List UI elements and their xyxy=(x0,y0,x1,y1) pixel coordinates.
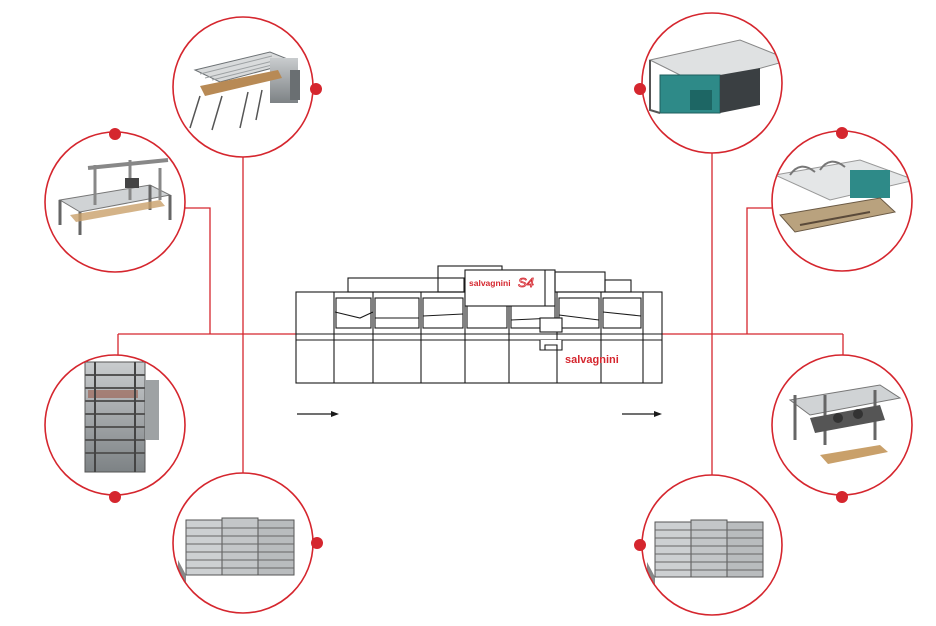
connection-dot xyxy=(109,128,121,140)
flow-arrows xyxy=(297,411,662,417)
connection-dot xyxy=(311,537,323,549)
sheet-picker-gantry-icon xyxy=(58,158,172,235)
module-circle-storage-tower[interactable] xyxy=(44,354,186,503)
module-circle-shear[interactable] xyxy=(634,12,790,154)
connection-dot xyxy=(109,491,121,503)
module-circle-drawer-storage-left[interactable] xyxy=(172,472,323,614)
machine-model: S4 xyxy=(518,275,534,290)
loading-unloading-device-icon xyxy=(189,51,300,131)
connection-dot xyxy=(310,83,322,95)
infeed-arrow xyxy=(297,411,339,417)
outfeed-arrow xyxy=(622,411,662,417)
module-circle-parts-separator[interactable] xyxy=(771,127,915,272)
connection-dot xyxy=(836,491,848,503)
module-circle-stacking-robot[interactable] xyxy=(771,354,913,503)
connection-dot xyxy=(836,127,848,139)
shear-unit-icon xyxy=(648,39,782,114)
connection-dot xyxy=(634,83,646,95)
parts-separator-icon xyxy=(773,159,912,233)
module-circle-loading-device[interactable] xyxy=(172,16,322,158)
machine-brand-front: salvagnini xyxy=(565,354,619,366)
connection-dot xyxy=(634,539,646,551)
drawer-storage-icon xyxy=(647,519,764,587)
panel-bender-machine[interactable] xyxy=(295,265,663,384)
machine-brand-top: salvagnini xyxy=(469,278,511,288)
stacking-robot-icon xyxy=(788,384,902,464)
automatic-storage-tower-icon xyxy=(84,361,159,473)
module-circle-sheet-picker[interactable] xyxy=(44,128,186,273)
module-circle-drawer-storage-right[interactable] xyxy=(634,474,783,616)
drawer-storage-icon xyxy=(178,517,295,585)
